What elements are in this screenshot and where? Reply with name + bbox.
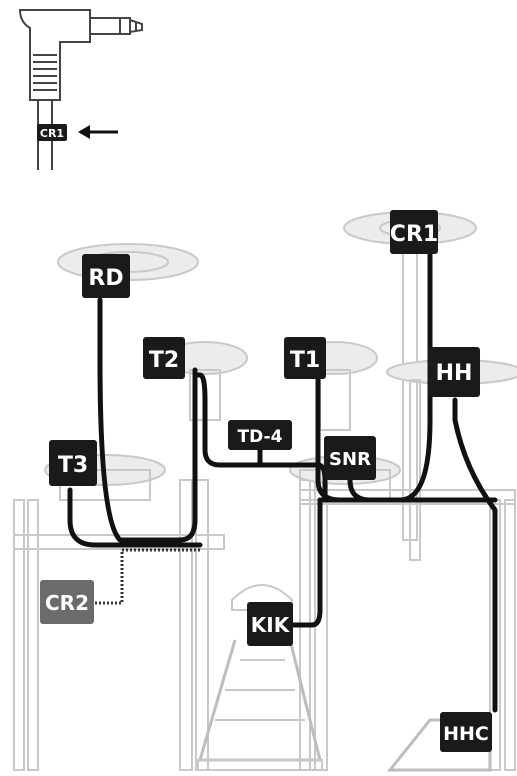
svg-text:HH: HH: [436, 361, 473, 386]
svg-text:SNR: SNR: [329, 449, 371, 470]
svg-text:RD: RD: [88, 266, 123, 291]
svg-text:T2: T2: [149, 348, 179, 373]
svg-text:T1: T1: [290, 348, 320, 373]
label-tom2: T2: [143, 337, 185, 379]
label-crash1: CR1: [390, 210, 438, 254]
svg-text:CR2: CR2: [45, 591, 89, 615]
cable-runs: [67, 252, 498, 713]
inset-cable-tag-text: CR1: [40, 127, 64, 140]
label-module: TD-4: [228, 420, 292, 450]
label-ride: RD: [82, 254, 130, 298]
label-hihat: HH: [428, 347, 480, 397]
label-tom1: T1: [284, 337, 326, 379]
svg-text:HHC: HHC: [443, 723, 489, 745]
label-tom3: T3: [49, 440, 97, 486]
svg-text:TD-4: TD-4: [238, 427, 283, 447]
svg-text:CR1: CR1: [390, 222, 438, 247]
label-kick: KIK: [247, 602, 293, 646]
label-crash2: CR2: [40, 580, 94, 624]
label-snare: SNR: [324, 436, 376, 480]
svg-text:KIK: KIK: [251, 613, 291, 637]
inset-plug-illustration: [18, 9, 143, 170]
label-hihat-control: HHC: [440, 712, 492, 752]
svg-text:T3: T3: [58, 453, 88, 478]
inset-cable-tag: CR1: [37, 124, 67, 141]
